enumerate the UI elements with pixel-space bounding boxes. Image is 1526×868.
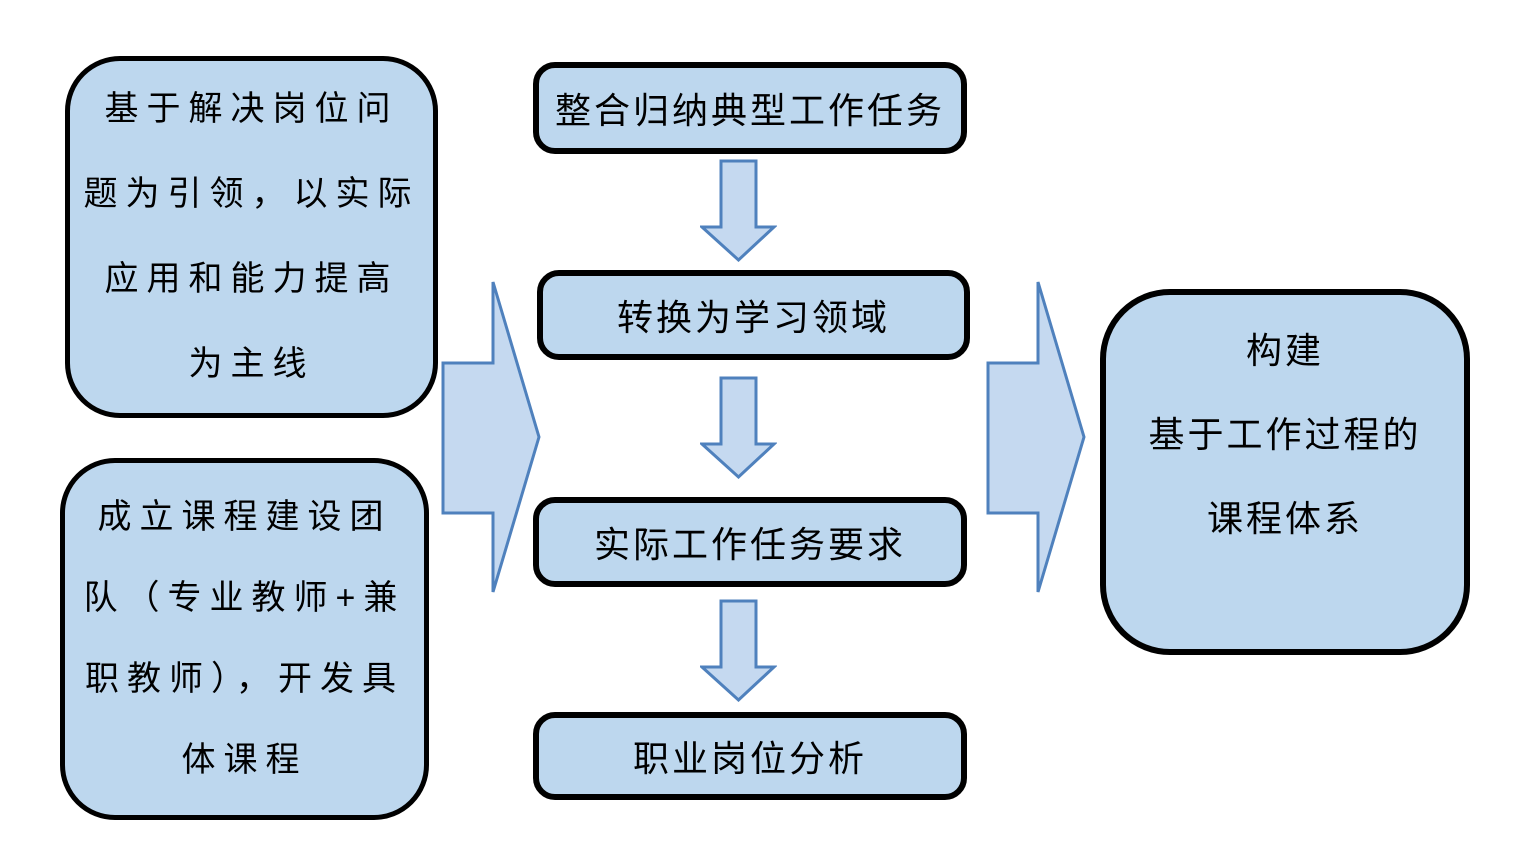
down-arrow-icon — [700, 599, 777, 702]
result-box-line1: 构建 — [1245, 330, 1324, 371]
process-box-integrate-tasks-label: 整合归纳典型工作任务 — [554, 90, 945, 131]
process-box-learning-field-label: 转换为学习领域 — [616, 297, 890, 338]
left-box-team-line1: 成立课程建设团 — [97, 498, 392, 536]
left-box-guideline: 基于解决岗位问 题为引领，以实际 应用和能力提高 为主线 — [65, 56, 438, 418]
process-box-learning-field: 转换为学习领域 — [537, 270, 970, 360]
down-arrow-icon — [700, 376, 777, 479]
process-box-integrate-tasks: 整合归纳典型工作任务 — [533, 62, 967, 154]
right-block-arrow-icon — [986, 281, 1086, 593]
left-box-guideline-line3: 应用和能力提高 — [104, 260, 399, 298]
process-box-position-analysis: 职业岗位分析 — [533, 712, 967, 800]
down-arrow-icon — [700, 159, 777, 262]
left-box-guideline-line1: 基于解决岗位问 — [104, 90, 399, 128]
process-box-position-analysis-label: 职业岗位分析 — [632, 738, 867, 779]
left-box-team-line4: 体课程 — [181, 741, 308, 779]
left-box-guideline-line4: 为主线 — [188, 345, 315, 383]
left-box-team-line3: 职教师），开发具 — [85, 660, 404, 698]
right-block-arrow-icon — [441, 281, 541, 593]
left-box-team: 成立课程建设团 队（专业教师+兼 职教师），开发具 体课程 — [60, 458, 429, 820]
process-box-task-requirements: 实际工作任务要求 — [533, 497, 967, 587]
result-box-curriculum-system: 构建 基于工作过程的 课程体系 — [1100, 289, 1470, 655]
left-box-team-line2: 队（专业教师+兼 — [83, 579, 406, 617]
result-box-line2: 基于工作过程的 — [1148, 414, 1422, 455]
left-box-guideline-line2: 题为引领，以实际 — [83, 175, 420, 213]
result-box-line3: 课程体系 — [1206, 498, 1363, 539]
process-box-task-requirements-label: 实际工作任务要求 — [593, 524, 906, 565]
